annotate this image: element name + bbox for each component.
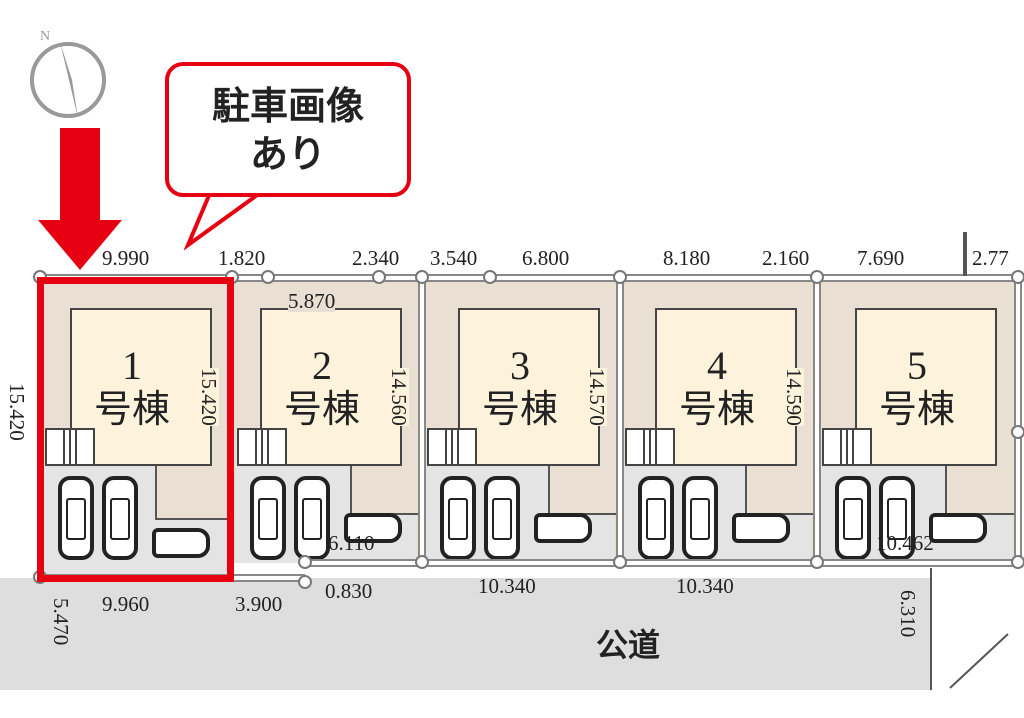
callout-line-1: 駐車画像 — [211, 84, 364, 128]
down-arrow-icon — [38, 128, 122, 270]
entrance-steps — [427, 428, 477, 466]
car-icon — [58, 476, 94, 560]
house-number: 4 — [707, 343, 727, 388]
house-label: 号棟 — [878, 387, 955, 431]
car-icon — [879, 476, 915, 560]
house-label: 号棟 — [283, 387, 360, 431]
dim-bottom-1: 9.960 — [102, 592, 150, 616]
north-compass-icon: N — [26, 20, 110, 120]
boundary-marker — [415, 555, 429, 569]
dim-top-7: 2.160 — [762, 246, 810, 270]
small-car-icon — [534, 513, 592, 543]
garden-area — [155, 465, 228, 520]
dim-road-left: 5.470 — [49, 598, 73, 646]
car-icon — [484, 476, 520, 560]
bottom-boundary — [305, 559, 1020, 567]
dim-top-2: 1.820 — [218, 246, 266, 270]
dim-lot5-bottom: 10.462 — [876, 531, 934, 555]
neighbor-line — [963, 232, 967, 276]
dim-top-8: 7.690 — [857, 246, 905, 270]
car-icon — [638, 476, 674, 560]
boundary-marker — [483, 270, 497, 284]
callout-line-2: あり — [249, 132, 326, 176]
boundary-marker — [261, 270, 275, 284]
lot-divider — [1014, 278, 1022, 568]
dim-top-3: 2.340 — [352, 246, 400, 270]
car-icon — [682, 476, 718, 560]
dim-bottom-2: 3.900 — [235, 592, 283, 616]
lot-divider — [616, 278, 624, 568]
small-car-icon — [344, 513, 402, 543]
lot-depth-dim: 14.560 — [387, 368, 411, 426]
boundary-marker — [613, 555, 627, 569]
dim-bottom-4: 10.340 — [676, 574, 734, 598]
dim-lot2-bottom: 6.110 — [328, 531, 375, 555]
svg-text:N: N — [40, 29, 50, 44]
lot-divider — [813, 278, 821, 568]
dim-bottom-3: 10.340 — [478, 574, 536, 598]
small-car-icon — [929, 513, 987, 543]
dim-top-9: 2.77 — [972, 246, 1009, 270]
diagonal-line — [940, 630, 1010, 690]
car-icon — [102, 476, 138, 560]
boundary-marker — [1011, 425, 1024, 439]
lot-1-highlight — [37, 277, 234, 582]
boundary-marker — [810, 555, 824, 569]
house-number: 1 — [122, 343, 142, 388]
adjacent-land — [930, 568, 1024, 690]
entrance-steps — [822, 428, 872, 466]
dim-top-6: 8.180 — [663, 246, 711, 270]
car-icon — [440, 476, 476, 560]
lot-divider — [418, 278, 426, 568]
dim-corner: 0.830 — [325, 579, 373, 603]
boundary-marker — [298, 555, 312, 569]
dim-top-4: 3.540 — [430, 246, 478, 270]
boundary-marker — [613, 270, 627, 284]
parking-photo-callout: 駐車画像 あり — [165, 62, 411, 197]
house-label: 号棟 — [678, 387, 755, 431]
house-number: 5 — [907, 343, 927, 388]
dim-left-side: 15.420 — [5, 383, 29, 441]
entrance-steps — [45, 428, 95, 466]
lot-depth-dim: 14.570 — [585, 368, 609, 426]
house-label: 号棟 — [481, 387, 558, 431]
entrance-steps — [625, 428, 675, 466]
garden-area — [945, 465, 1014, 515]
road-label: 公道 — [596, 626, 661, 664]
small-car-icon — [152, 528, 210, 558]
boundary-marker — [298, 575, 312, 589]
boundary-marker — [372, 270, 386, 284]
house-label: 号棟 — [93, 387, 170, 431]
dim-road-right: 6.310 — [896, 590, 920, 638]
entrance-steps — [237, 428, 287, 466]
car-icon — [250, 476, 286, 560]
dim-top-1: 9.990 — [102, 246, 150, 270]
lot-depth-dim: 15.420 — [197, 368, 221, 426]
small-car-icon — [732, 513, 790, 543]
public-road — [0, 578, 930, 690]
house-4: 4 号棟 — [655, 308, 797, 466]
car-icon — [294, 476, 330, 560]
boundary-marker — [810, 270, 824, 284]
house-5: 5 号棟 — [855, 308, 997, 466]
car-icon — [835, 476, 871, 560]
garden-area — [548, 465, 616, 515]
house-number: 3 — [510, 343, 530, 388]
dim-inner-top: 5.870 — [288, 289, 336, 313]
boundary-marker — [1011, 555, 1024, 569]
garden-area — [745, 465, 813, 515]
top-boundary — [40, 274, 1022, 282]
house-3: 3 号棟 — [458, 308, 600, 466]
lot-depth-dim: 14.590 — [782, 368, 806, 426]
house-number: 2 — [312, 343, 332, 388]
boundary-marker — [415, 270, 429, 284]
boundary-marker — [1011, 270, 1024, 284]
dim-top-5: 6.800 — [522, 246, 570, 270]
garden-area — [350, 465, 418, 515]
